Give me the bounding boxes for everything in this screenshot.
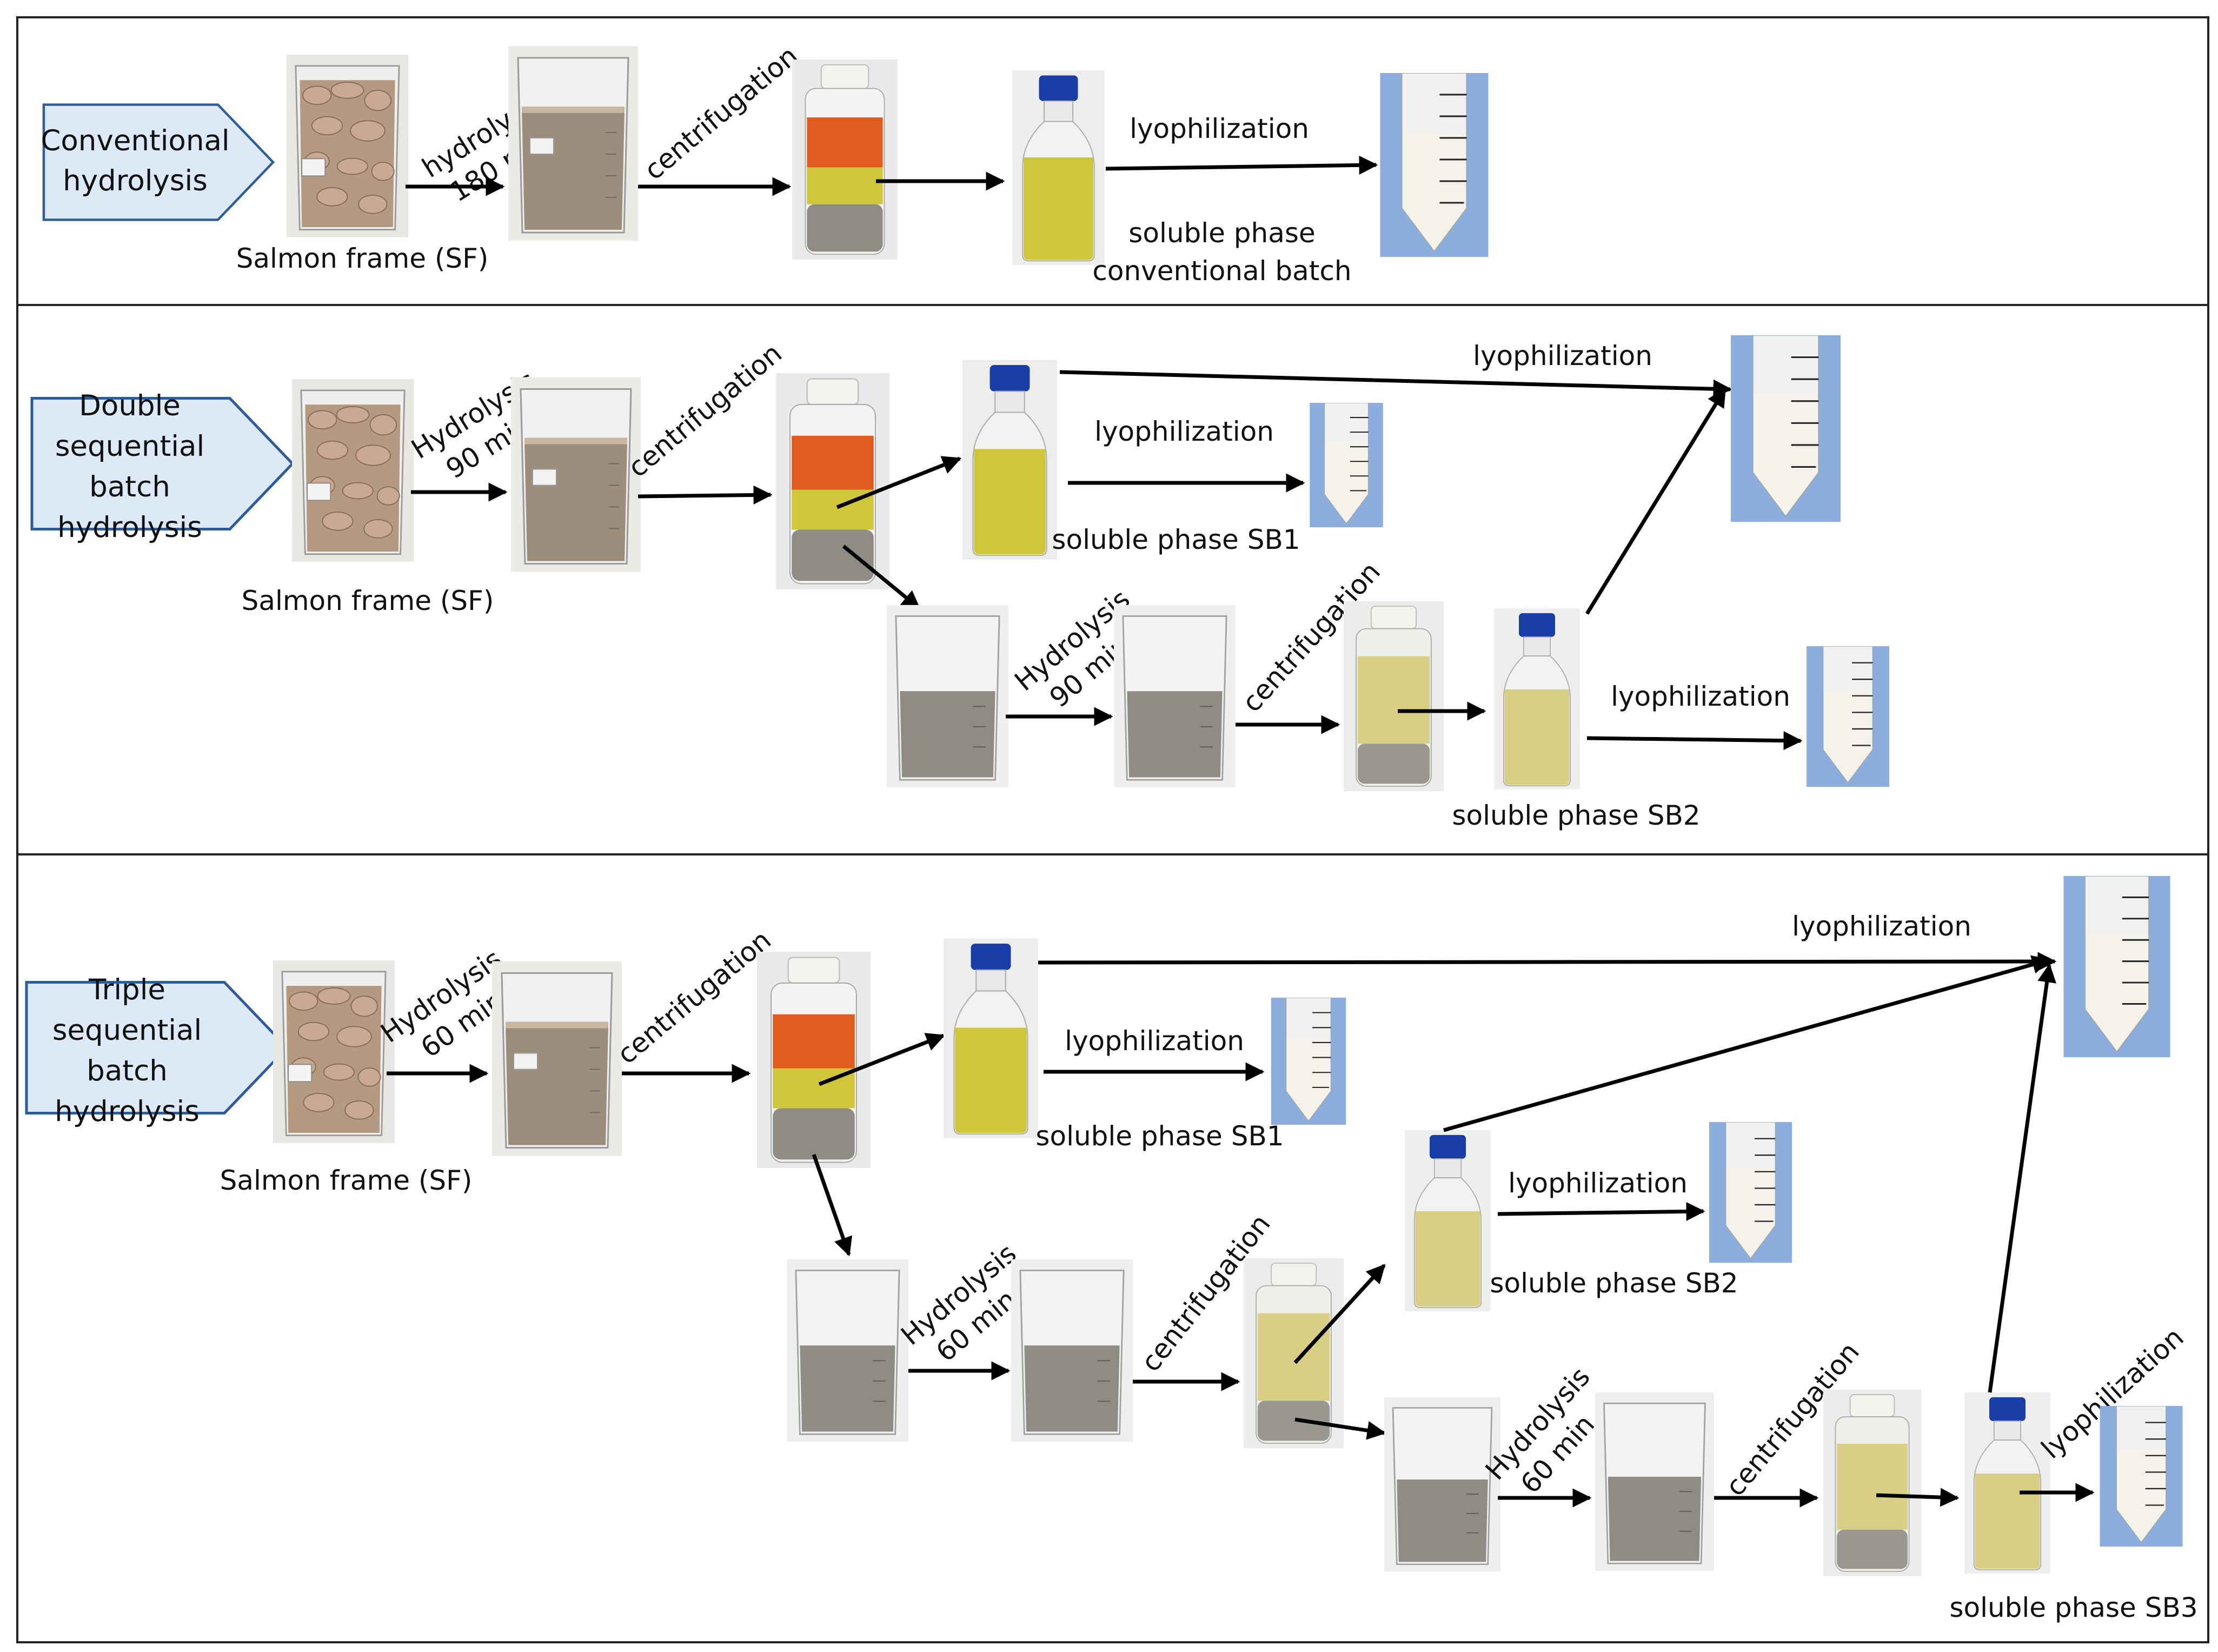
title-line: batch [87,1054,168,1087]
beaker-hydrolysate-photo [1384,1396,1500,1573]
centrifuge-bottle-photo [775,373,891,589]
title-line: sequential [52,1014,202,1047]
media-bottle-photo [1493,608,1581,789]
flow-arrow [1443,955,2051,1132]
centrifuge-bottle-photo [1822,1390,1922,1576]
media-bottle-photo [1404,1130,1491,1311]
beaker-salmon-frame-photo [292,378,414,563]
soluble-phase-label: soluble phase [1128,217,1315,249]
lyophilized-powder-tube-photo [1379,73,1490,257]
flow-arrow [1497,1202,1705,1221]
flow-arrow [1294,1417,1386,1440]
title-line: hydrolysis [55,1095,200,1128]
title-chevron: Double sequential batch hydrolysis [32,389,293,544]
flow-arrow [812,1153,853,1257]
lyophilization-label: lyophilization [1508,1167,1688,1199]
salmon-frame-label: Salmon frame (SF) [220,1165,473,1196]
flow-arrow [842,545,921,610]
lyophilized-powder-tube-photo [1806,646,1890,787]
lyophilized-powder-tube-photo [2063,876,2171,1057]
soluble-phase-label: soluble phase SB3 [1949,1592,2197,1623]
title-line: batch [89,470,170,503]
media-bottle-photo [1012,70,1105,265]
lyophilization-label: lyophilization [1094,416,1274,447]
flow-arrow [1876,1488,1960,1507]
centrifugation-label: centrifugation [622,337,788,483]
flow-arrow [1038,952,2057,971]
panel-conventional: Conventional hydrolysis Salmon frame (SF… [41,40,1490,287]
media-bottle-photo [944,938,1038,1138]
title-line: hydrolysis [63,164,208,197]
centrifuge-bottle-photo [1244,1257,1344,1449]
flow-arrow [1586,731,1803,751]
title-line: Double [79,389,181,422]
flow-arrow [818,1033,946,1086]
soluble-phase-label: soluble phase SB2 [1452,800,1700,831]
centrifugation-label: centrifugation [638,40,804,186]
beaker-hydrolysate-photo [887,604,1008,788]
centrifuge-bottle-photo [1344,600,1444,792]
flow-arrow [637,485,773,505]
title-line: Triple [88,973,165,1006]
flow-arrow [836,456,962,509]
lyophilization-label: lyophilization [1792,911,1971,942]
centrifugation-label: centrifugation [611,924,777,1070]
flow-arrow [1293,1264,1386,1364]
salmon-frame-label: Salmon frame (SF) [236,243,489,274]
panel-triple-sequential: Triple sequential batch hydrolysis Salmo… [26,876,2198,1623]
centrifuge-bottle-photo [756,952,872,1168]
title-line: Conventional [41,124,229,157]
beaker-hydrolysate-photo [511,376,641,573]
title-line: sequential [55,430,204,463]
soluble-phase-label: soluble phase SB2 [1490,1268,1738,1299]
beaker-hydrolysate-photo [787,1258,908,1443]
title-chevron: Conventional hydrolysis [41,105,273,220]
lyophilized-powder-tube-photo [2099,1406,2183,1547]
lyophilization-label: lyophilization [1611,681,1790,712]
flow-arrow [1105,155,1378,175]
beaker-hydrolysate-photo [1011,1258,1133,1443]
flow-arrow [1585,388,1726,615]
title-chevron: Triple sequential batch hydrolysis [26,973,287,1128]
lyophilization-label: lyophilization [1065,1025,1244,1057]
lyophilized-powder-tube-photo [1709,1122,1792,1263]
lyophilized-powder-tube-photo [1730,335,1841,522]
lyophilization-label: lyophilization [1473,340,1652,371]
media-bottle-photo [1964,1392,2051,1574]
beaker-hydrolysate-photo [1114,604,1236,788]
panel-double-sequential: Double sequential batch hydrolysis Salmo… [32,335,1890,831]
beaker-hydrolysate-photo [508,46,638,241]
beaker-hydrolysate-photo [492,960,622,1157]
soluble-phase-label: soluble phase SB1 [1035,1120,1284,1152]
beaker-salmon-frame-photo [287,54,408,238]
flow-arrow [1988,963,2056,1393]
centrifuge-bottle-photo [792,59,898,260]
lyophilization-label: lyophilization [1130,113,1309,144]
soluble-phase-label: soluble phase SB1 [1052,524,1300,555]
soluble-phase-label: conventional batch [1092,255,1351,287]
beaker-salmon-frame-photo [273,959,395,1144]
title-line: hydrolysis [57,511,202,544]
lyophilized-powder-tube-photo [1309,403,1384,527]
diagram-frame [16,16,2209,1643]
lyophilized-powder-tube-photo [1271,998,1346,1125]
beaker-hydrolysate-photo [1595,1391,1714,1572]
salmon-frame-label: Salmon frame (SF) [242,585,494,616]
flow-arrow [1059,370,1732,399]
media-bottle-photo [962,360,1057,560]
